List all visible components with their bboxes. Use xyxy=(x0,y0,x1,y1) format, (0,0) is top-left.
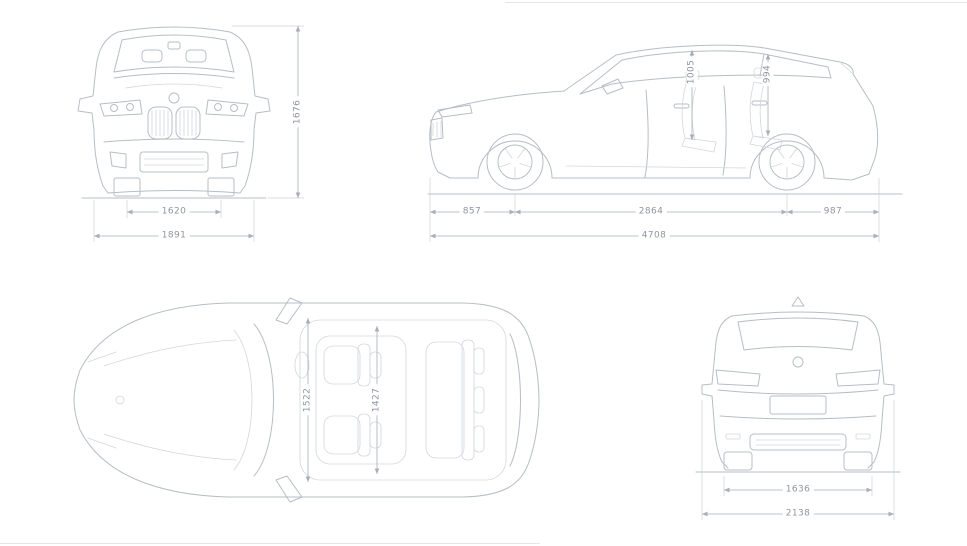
roof-outline xyxy=(299,319,507,481)
rear-wheel xyxy=(758,133,816,191)
front-track-dimension-label: 1620 xyxy=(158,206,190,218)
front-interior-width-dimension-label: 1522 xyxy=(302,384,314,416)
passenger-headrest-top xyxy=(369,421,382,449)
bottom-left-border-line xyxy=(0,543,540,544)
headlight-right xyxy=(205,99,249,117)
front-air-intake xyxy=(139,151,209,173)
rear-dimension-lines xyxy=(701,400,895,520)
rearview-mirror xyxy=(167,41,181,50)
door-handle-rear xyxy=(751,100,768,106)
mirror-left-top xyxy=(275,297,303,325)
rear-car-details xyxy=(725,433,871,446)
rear-track-dimension-label: 1636 xyxy=(782,484,814,496)
rear-window-top xyxy=(509,333,521,467)
rear-headrest-middle xyxy=(473,386,485,414)
mirror-right-top xyxy=(275,475,303,503)
windshield-top xyxy=(253,323,274,477)
rear-wheel-right xyxy=(843,451,873,471)
taillight-right xyxy=(835,369,881,387)
side-mirror xyxy=(601,78,624,95)
top-car-details xyxy=(87,319,507,481)
front-headroom-dimension-label: 1005 xyxy=(686,56,698,88)
rear-diffuser xyxy=(749,433,847,451)
door-handle-front xyxy=(673,103,690,109)
rear-headrest-right xyxy=(473,425,485,453)
front-seat xyxy=(681,83,717,153)
rear-window xyxy=(737,317,859,351)
license-plate-area xyxy=(769,395,827,415)
headlight-left xyxy=(99,99,143,117)
rear-wheel-left xyxy=(723,451,753,471)
front-car-body xyxy=(77,26,271,199)
front-wheel-left xyxy=(113,177,141,197)
driver-seat-cushion xyxy=(323,345,361,385)
width-incl-mirrors-dimension-label: 2138 xyxy=(782,508,814,520)
rear-view-drawing xyxy=(695,296,901,520)
grille-side xyxy=(430,117,444,141)
headlight-side xyxy=(437,104,473,118)
front-view: 1620 1891 1676 xyxy=(56,12,316,257)
front-wheel-right xyxy=(207,177,235,197)
front-width-dimension-label: 1891 xyxy=(158,230,190,242)
rear-bench-cushion xyxy=(425,341,465,459)
top-right-border-line xyxy=(505,2,967,3)
taillight-left xyxy=(715,369,761,387)
steering-wheel-top xyxy=(294,351,310,379)
driver-headrest-top xyxy=(369,351,382,379)
rear-car-body xyxy=(695,296,901,473)
brand-roundel-icon-rear xyxy=(792,356,804,368)
front-height-dimension-label: 1676 xyxy=(292,96,304,128)
rear-headrest-left xyxy=(473,347,485,375)
front-car-details xyxy=(125,83,223,166)
side-glasshouse xyxy=(579,50,832,95)
rear-overhang-dimension-label: 987 xyxy=(820,206,846,218)
front-wheel xyxy=(486,133,544,191)
front-overhang-dimension-label: 857 xyxy=(459,206,485,218)
antenna-fin xyxy=(791,296,805,307)
wheelbase-dimension-label: 2864 xyxy=(635,206,667,218)
sunroof-outline xyxy=(315,335,407,465)
rear-wheel-arch xyxy=(749,140,825,179)
side-car-body xyxy=(427,44,903,195)
top-car-body xyxy=(73,297,540,503)
top-view: 1522 1427 xyxy=(58,290,558,535)
rear-seat xyxy=(749,81,783,151)
front-wheel-arch xyxy=(477,140,553,179)
brand-roundel-icon-top xyxy=(115,395,125,405)
side-car-details xyxy=(432,61,854,179)
overall-length-dimension-label: 4708 xyxy=(638,230,670,242)
side-view: 857 2864 987 4708 1005 994 xyxy=(424,10,912,250)
front-view-drawing xyxy=(77,25,304,242)
rear-interior-width-dimension-label: 1427 xyxy=(371,384,383,416)
passenger-seat-cushion xyxy=(323,415,361,455)
rear-headroom-dimension-label: 994 xyxy=(762,61,774,87)
headrest-left xyxy=(141,49,163,63)
side-view-drawing xyxy=(427,44,903,242)
rear-view: 1636 2138 xyxy=(676,292,926,542)
brand-roundel-icon xyxy=(168,92,180,104)
headrest-right xyxy=(185,49,207,63)
